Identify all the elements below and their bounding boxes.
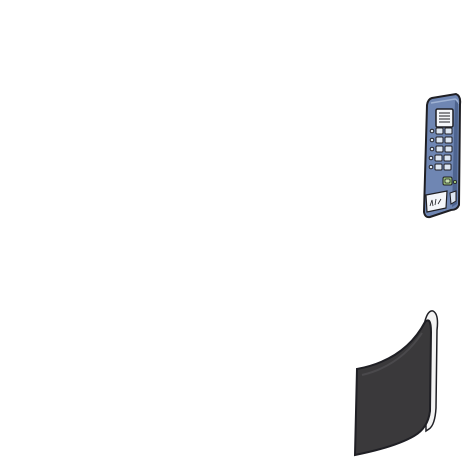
control-panel-side xyxy=(452,100,458,207)
button-row-3 xyxy=(429,145,453,153)
sheet-sheen xyxy=(361,332,423,376)
button-row-4 xyxy=(428,154,452,162)
control-panel-base xyxy=(425,190,448,213)
button-row-2 xyxy=(429,136,453,144)
base-marks xyxy=(429,198,442,207)
control-panel-display xyxy=(435,108,454,128)
control-panel-corner-key xyxy=(449,190,457,205)
control-panel-buttons xyxy=(428,127,453,171)
printer-control-panel-icon xyxy=(422,92,462,219)
control-panel-status xyxy=(442,176,457,186)
display-lines xyxy=(439,112,450,123)
button-row-5 xyxy=(428,163,452,171)
sheet-face xyxy=(353,319,433,457)
button-row-1 xyxy=(429,127,453,135)
curved-dark-sheet-icon xyxy=(353,310,439,457)
